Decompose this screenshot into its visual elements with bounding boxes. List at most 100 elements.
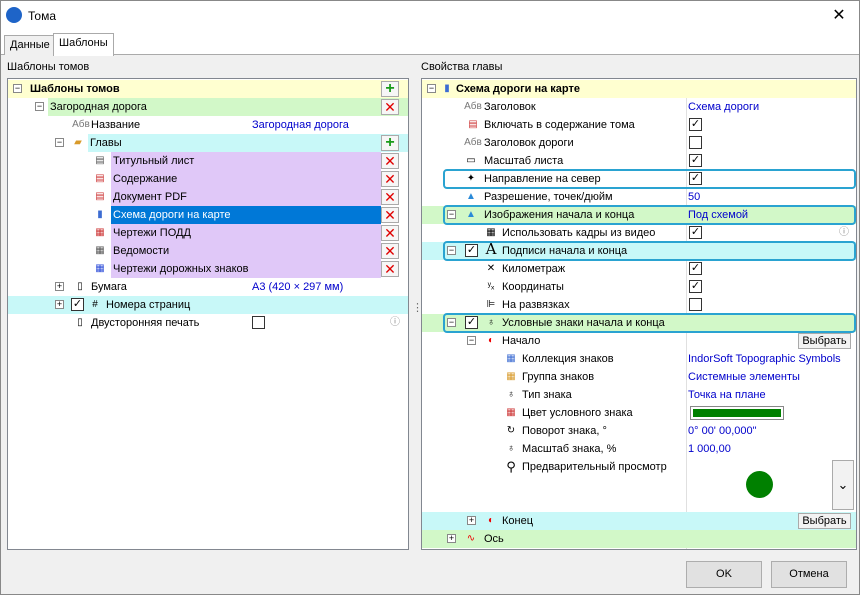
video-label: Использовать кадры из видео (502, 227, 656, 239)
delete-chapter-button[interactable]: ✕ (381, 243, 399, 259)
kilometer-icon: ✕ (486, 263, 496, 274)
scale-label: Масштаб листа (484, 155, 564, 167)
north-row[interactable]: ✦ Направление на север ✓ (422, 170, 856, 188)
delete-chapter-button[interactable]: ✕ (381, 225, 399, 241)
tree-root-row[interactable]: − Шаблоны томов + (8, 80, 408, 98)
chapter-item[interactable]: ▦Ведомости✕ (8, 242, 408, 260)
name-value[interactable]: Загородная дорога (252, 119, 349, 131)
collection-row[interactable]: ▦ Коллекция знаков IndorSoft Topographic… (422, 350, 856, 368)
collection-label: Коллекция знаков (522, 353, 614, 365)
chapter-label: Содержание (111, 170, 381, 188)
chapter-item[interactable]: ▦Чертежи ПОДД✕ (8, 224, 408, 242)
document-icon: ▤ (468, 119, 478, 130)
road-title-row[interactable]: Абв Заголовок дороги (422, 134, 856, 152)
road-row[interactable]: Загородная дорога ✕ (48, 98, 408, 116)
page-numbers-row[interactable]: + ✓ # Номера страниц (8, 296, 408, 314)
km-checkbox[interactable]: ✓ (689, 262, 702, 275)
chapter-item[interactable]: ▤Документ PDF✕ (8, 188, 408, 206)
delete-road-button[interactable]: ✕ (381, 99, 399, 115)
delete-chapter-button[interactable]: ✕ (381, 189, 399, 205)
video-row[interactable]: ▦ Использовать кадры из видео ✓ ⓘ (422, 224, 856, 242)
props-root-row[interactable]: − ▮ Схема дороги на карте (422, 80, 856, 98)
add-chapter-button[interactable]: + (381, 135, 399, 151)
chevron-down-icon[interactable]: ⌄ (832, 460, 854, 510)
delete-chapter-button[interactable]: ✕ (381, 207, 399, 223)
color-label: Цвет условного знака (522, 407, 633, 419)
include-label: Включать в содержание тома (484, 119, 635, 131)
end-choose-button[interactable]: Выбрать (798, 513, 851, 529)
rotate-row[interactable]: ↻ Поворот знака, ° 0° 00' 00,000" (422, 422, 856, 440)
chapter-item[interactable]: ▮Схема дороги на карте✕ (8, 206, 408, 224)
rotate-value[interactable]: 0° 00' 00,000" (688, 425, 757, 437)
junctions-row[interactable]: ⊫ На развязках (422, 296, 856, 314)
signs-checkbox[interactable]: ✓ (465, 316, 478, 329)
km-row[interactable]: ✕ Километраж ✓ (422, 260, 856, 278)
name-row[interactable]: Абв Название Загородная дорога (8, 116, 408, 134)
page-numbers-checkbox[interactable]: ✓ (71, 298, 84, 311)
group-row[interactable]: ▦ Группа знаков Системные элементы (422, 368, 856, 386)
chapter-icon: ▦ (95, 245, 105, 256)
chapter-item[interactable]: ▤Титульный лист✕ (8, 152, 408, 170)
highlight-north (443, 169, 856, 189)
scale2-row[interactable]: ♁ Масштаб знака, % 1 000,00 (422, 440, 856, 458)
include-row[interactable]: ▤ Включать в содержание тома ✓ (422, 116, 856, 134)
delete-chapter-button[interactable]: ✕ (381, 171, 399, 187)
cancel-button[interactable]: Отмена (771, 561, 847, 588)
folder-icon: ▰ (74, 137, 82, 148)
type-value[interactable]: Точка на плане (688, 389, 766, 401)
delete-chapter-button[interactable]: ✕ (381, 261, 399, 277)
color-row[interactable]: ▦ Цвет условного знака (422, 404, 856, 422)
signs-row[interactable]: − ✓ ♁ Условные знаки начала и конца (422, 314, 856, 332)
sign-icon: ♁ (487, 317, 495, 328)
color-picker[interactable] (690, 406, 784, 420)
scale-row[interactable]: ▭ Масштаб листа ✓ (422, 152, 856, 170)
video-checkbox[interactable]: ✓ (689, 226, 702, 239)
end-row[interactable]: + ◐ Конец Выбрать (422, 512, 856, 530)
tab-data[interactable]: Данные (4, 35, 56, 55)
splitter-handle[interactable]: ⋮ (412, 302, 423, 314)
ok-button[interactable]: OK (686, 561, 762, 588)
scale-checkbox[interactable]: ✓ (689, 154, 702, 167)
scale2-value[interactable]: 1 000,00 (688, 443, 731, 455)
title-value[interactable]: Схема дороги (688, 101, 760, 113)
axis-row[interactable]: + ∿ Ось (422, 530, 856, 548)
images-value[interactable]: Под схемой (688, 209, 749, 221)
coords-checkbox[interactable]: ✓ (689, 280, 702, 293)
palette-icon: ▦ (506, 407, 516, 418)
delete-chapter-button[interactable]: ✕ (381, 153, 399, 169)
sign-type-icon: ♁ (507, 389, 515, 400)
start-row[interactable]: − ◐ Начало Выбрать (422, 332, 856, 350)
images-row[interactable]: − ▲ Изображения начала и конца Под схемо… (422, 206, 856, 224)
include-checkbox[interactable]: ✓ (689, 118, 702, 131)
chapter-item[interactable]: ▤Содержание✕ (8, 170, 408, 188)
duplex-row[interactable]: ▯ Двусторонняя печать ⓘ (8, 314, 408, 332)
captions-row[interactable]: − ✓ A Подписи начала и конца (422, 242, 856, 260)
dpi-row[interactable]: ▲ Разрешение, точек/дюйм 50 (422, 188, 856, 206)
properties-tree: − ▮ Схема дороги на карте Абв Заголовок … (421, 78, 857, 550)
text-field-icon: Абв (464, 137, 482, 148)
images-label: Изображения начала и конца (484, 209, 635, 221)
film-icon: ▦ (486, 227, 496, 238)
start-choose-button[interactable]: Выбрать (798, 333, 851, 349)
collection-value[interactable]: IndorSoft Topographic Symbols (688, 353, 841, 365)
captions-checkbox[interactable]: ✓ (465, 244, 478, 257)
coords-row[interactable]: ʸₓ Координаты ✓ (422, 278, 856, 296)
chapter-label: Чертежи дорожных знаков (111, 260, 381, 278)
road-title-checkbox[interactable] (689, 136, 702, 149)
title-row[interactable]: Абв Заголовок Схема дороги (422, 98, 856, 116)
paper-row[interactable]: + ▯ Бумага А3 (420 × 297 мм) (55, 281, 344, 293)
chapters-row[interactable]: Главы + (88, 134, 408, 152)
close-icon[interactable]: ✕ (832, 7, 846, 24)
tab-bar: Данные Шаблоны (1, 31, 859, 56)
duplex-checkbox[interactable] (252, 316, 265, 329)
text-field-icon: Абв (464, 101, 482, 112)
chapter-item[interactable]: ▦Чертежи дорожных знаков✕ (8, 260, 408, 278)
paper-value[interactable]: А3 (420 × 297 мм) (252, 281, 344, 293)
north-checkbox[interactable]: ✓ (689, 172, 702, 185)
type-row[interactable]: ♁ Тип знака Точка на плане (422, 386, 856, 404)
tab-templates[interactable]: Шаблоны (53, 33, 114, 56)
dpi-value[interactable]: 50 (688, 191, 701, 203)
group-value[interactable]: Системные элементы (688, 371, 800, 383)
add-template-button[interactable]: + (381, 81, 399, 97)
junctions-checkbox[interactable] (689, 298, 702, 311)
